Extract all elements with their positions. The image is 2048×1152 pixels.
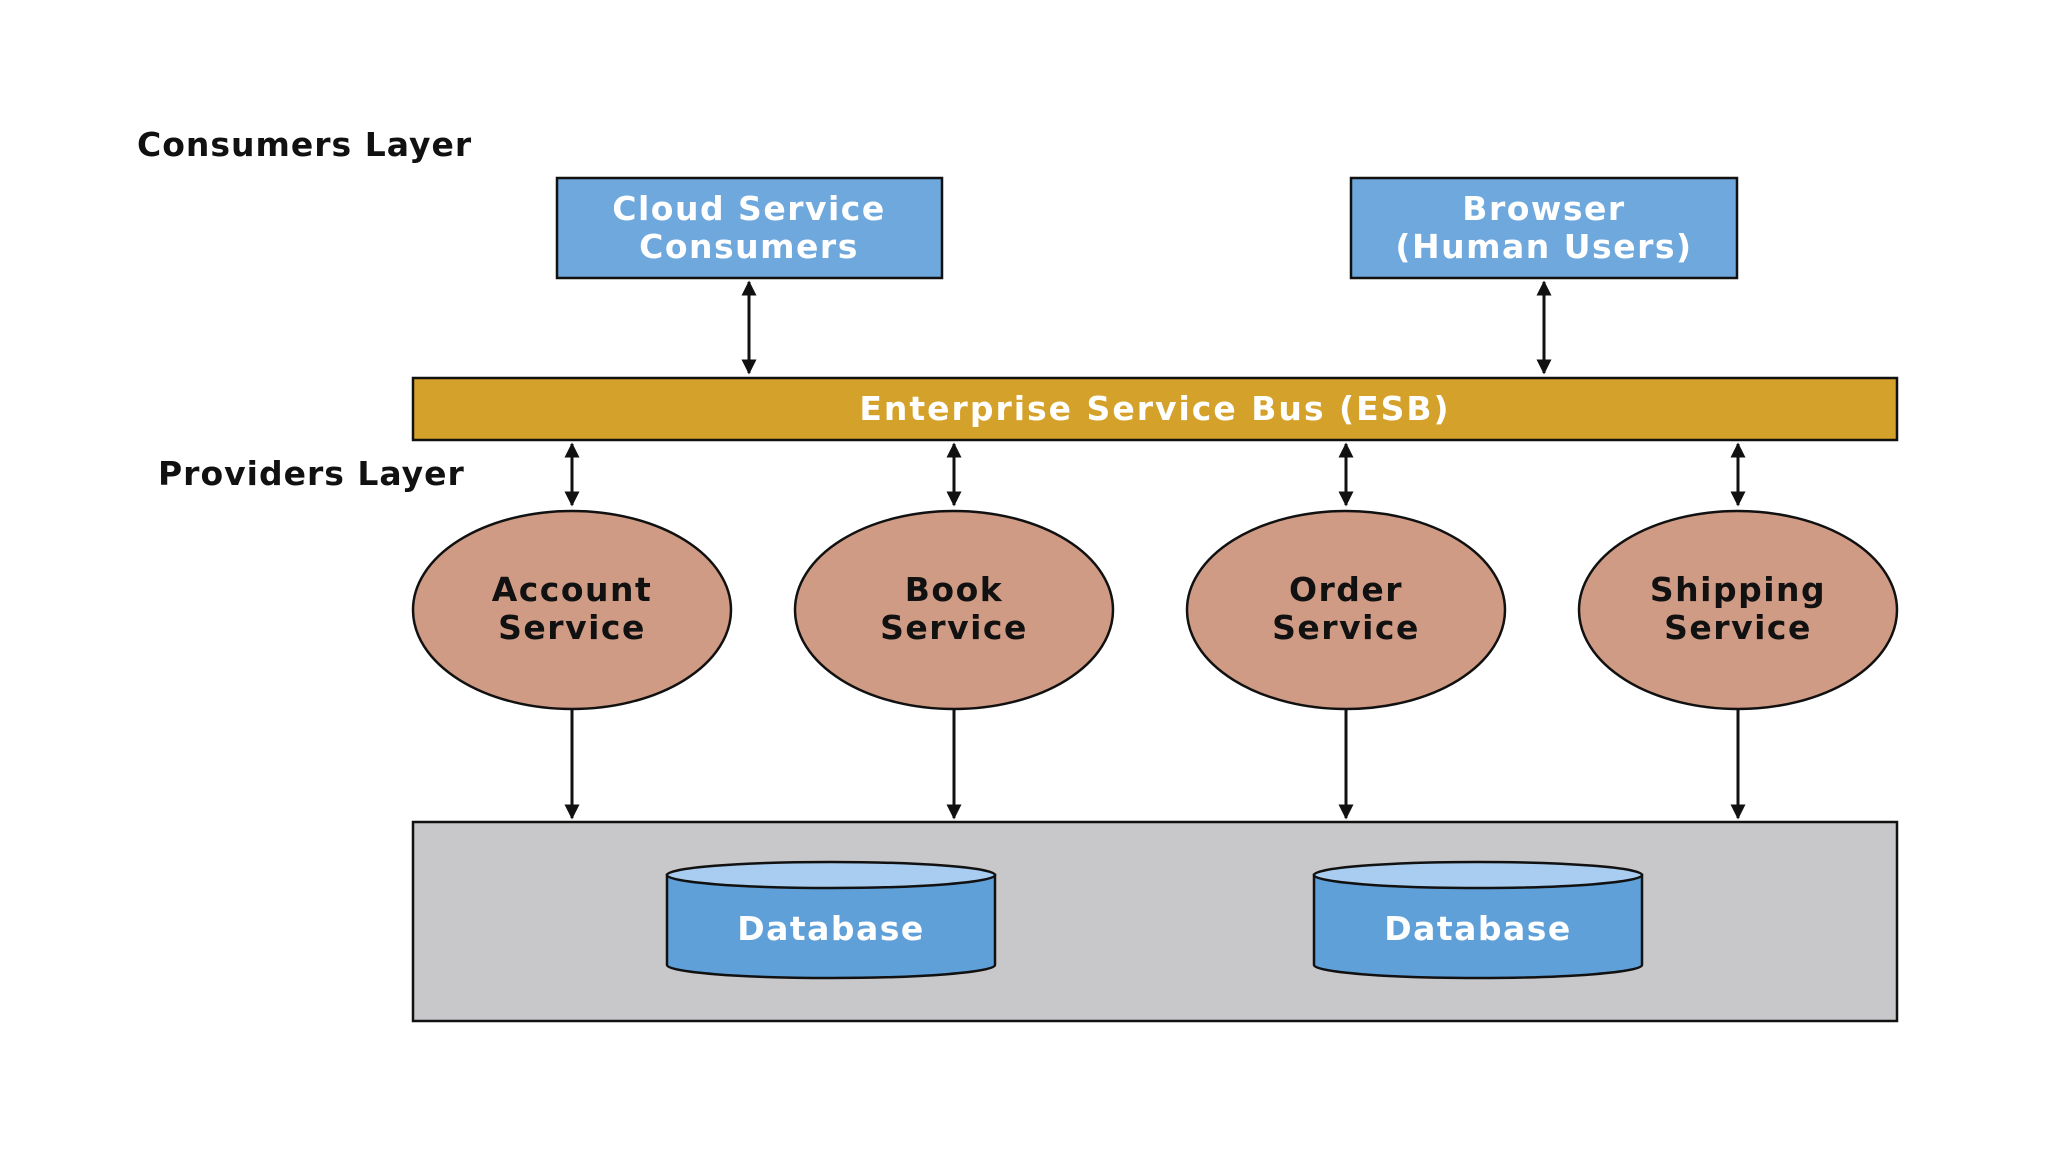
service-book-line1: Book	[905, 570, 1003, 609]
consumer-cloud-service: Cloud Service Consumers	[555, 176, 944, 280]
service-account: Account Service	[411, 509, 733, 711]
consumer-cloud-service-box	[555, 176, 944, 280]
service-book: Book Service	[793, 509, 1115, 711]
database-2-top	[1312, 860, 1644, 890]
consumer-browser-line1: Browser	[1462, 189, 1625, 228]
service-order: Order Service	[1185, 509, 1507, 711]
service-shipping-ellipse	[1577, 509, 1899, 711]
providers-layer-label: Providers Layer	[158, 454, 465, 493]
database-1: Database	[665, 860, 997, 980]
service-order-line1: Order	[1289, 570, 1403, 609]
service-book-ellipse	[793, 509, 1115, 711]
service-shipping-line2: Service	[1664, 608, 1812, 647]
database-1-label: Database	[737, 909, 925, 948]
consumers-layer-label: Consumers Layer	[137, 125, 472, 164]
esb-bar: Enterprise Service Bus (ESB)	[411, 376, 1899, 442]
esb-bar-box	[411, 376, 1899, 442]
consumer-browser-line2: (Human Users)	[1395, 227, 1692, 266]
service-shipping-line1: Shipping	[1650, 570, 1826, 609]
storage-layer-box	[411, 820, 1899, 1023]
service-order-line2: Service	[1272, 608, 1420, 647]
consumer-cloud-service-line1: Cloud Service	[612, 189, 886, 228]
service-account-line2: Service	[498, 608, 646, 647]
service-shipping: Shipping Service	[1577, 509, 1899, 711]
service-account-ellipse	[411, 509, 733, 711]
service-book-line2: Service	[880, 608, 1028, 647]
database-1-body	[665, 873, 997, 980]
consumer-cloud-service-line2: Consumers	[639, 227, 859, 266]
database-1-top	[665, 860, 997, 890]
database-2: Database	[1312, 860, 1644, 980]
esb-label: Enterprise Service Bus (ESB)	[859, 389, 1450, 428]
database-2-label: Database	[1384, 909, 1572, 948]
service-account-line1: Account	[492, 570, 653, 609]
service-order-ellipse	[1185, 509, 1507, 711]
database-2-body	[1312, 873, 1644, 980]
consumer-browser-box	[1349, 176, 1739, 280]
consumer-browser: Browser (Human Users)	[1349, 176, 1739, 280]
